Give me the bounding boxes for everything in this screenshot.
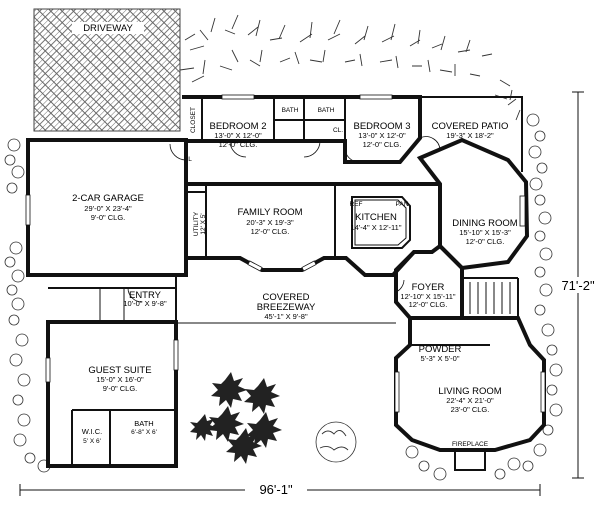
openings — [25, 94, 546, 413]
room-name-breezeway-2: BREEZEWAY — [257, 302, 316, 313]
room-name-driveway: DRIVEWAY — [83, 23, 133, 34]
room-dims-dining: 15'-10" X 15'-3" — [459, 228, 511, 237]
room-dims-wic: 5' X 6' — [83, 438, 101, 445]
room-clg-bedroom2: 12'-0" CLG. — [219, 140, 258, 149]
shrubs-left — [4, 138, 31, 447]
label-ref: REF — [350, 201, 363, 208]
room-dims-guest: 15'-0" X 16'-0" — [96, 375, 144, 384]
room-dims-breezeway: 45'-1" X 9'-8" — [264, 312, 308, 321]
room-name-bedroom2: BEDROOM 2 — [209, 121, 266, 132]
room-name-entry: ENTRY — [129, 290, 162, 301]
room-clg-bedroom3: 12'-0" CLG. — [363, 140, 402, 149]
courtyard-plants — [190, 372, 357, 464]
room-dims-bedroom2: 13'-0" X 12'-0" — [214, 131, 262, 140]
room-name-powder: POWDER — [419, 344, 462, 355]
room-dims-guest-bath: 6'-8" X 6' — [131, 429, 157, 436]
overall-depth: 71'-2" — [561, 278, 595, 293]
room-name-foyer: FOYER — [412, 282, 445, 293]
overall-dimensions: 96'-1" 71'-2" — [19, 91, 599, 497]
label-l-mark: L — [188, 156, 192, 163]
label-utility-dims: 12' X 5' — [200, 213, 207, 234]
shrubs-right — [522, 113, 563, 472]
room-dims-patio: 19'-3" X 18'-2" — [446, 131, 494, 140]
label-bath-left: BATH — [282, 107, 299, 114]
room-clg-dining: 12'-0" CLG. — [466, 237, 505, 246]
room-name-garage: 2-CAR GARAGE — [72, 193, 144, 204]
room-dims-living: 22'-4" X 21'-0" — [446, 396, 494, 405]
room-labels: 2-CAR GARAGE 29'-0" X 23'-4" 9'-0" CLG. … — [72, 107, 518, 448]
room-clg-guest: 9'-0" CLG. — [103, 384, 138, 393]
label-cl: CL. — [333, 127, 343, 134]
label-pan: PAN — [396, 201, 409, 208]
landscaping — [4, 14, 563, 481]
room-name-family: FAMILY ROOM — [237, 207, 302, 218]
label-utility: UTILITY — [193, 211, 200, 236]
room-dims-family: 20'-3" X 19'-3" — [246, 218, 294, 227]
room-clg-garage: 9'-0" CLG. — [91, 213, 126, 222]
room-name-dining: DINING ROOM — [452, 218, 518, 229]
label-closet: CLOSET — [190, 107, 197, 133]
room-clg-living: 23'-0" CLG. — [451, 405, 490, 414]
room-name-guest-bath: BATH — [134, 419, 153, 428]
room-name-kitchen: KITCHEN — [355, 212, 397, 223]
room-clg-foyer: 12'-0" CLG. — [409, 300, 448, 309]
plant-cluster-top — [179, 14, 521, 121]
room-dims-bedroom3: 13'-0" X 12'-0" — [358, 131, 406, 140]
room-name-bedroom3: BEDROOM 3 — [353, 121, 410, 132]
room-dims-foyer: 12'-10" X 15'-11" — [400, 292, 456, 301]
label-bath-right: BATH — [318, 107, 335, 114]
room-name-patio: COVERED PATIO — [432, 121, 509, 132]
driveway-label-bg — [72, 22, 144, 34]
room-dims-entry: 10'-0" X 9'-8" — [123, 299, 167, 308]
walls — [26, 95, 546, 471]
room-dims-garage: 29'-0" X 23'-4" — [84, 204, 132, 213]
room-dims-kitchen: 14'-4" X 12'-11" — [351, 223, 402, 232]
room-name-guest: GUEST SUITE — [88, 365, 151, 376]
overall-width: 96'-1" — [259, 482, 293, 497]
label-fireplace: FIREPLACE — [452, 441, 489, 448]
room-dims-powder: 5'-3" X 5'-0" — [420, 354, 459, 363]
shrubs-bottom — [24, 445, 521, 481]
room-name-wic: W.I.C. — [82, 427, 102, 436]
room-clg-family: 12'-0" CLG. — [251, 227, 290, 236]
room-name-breezeway-1: COVERED — [263, 292, 310, 303]
room-name-living: LIVING ROOM — [438, 386, 501, 397]
